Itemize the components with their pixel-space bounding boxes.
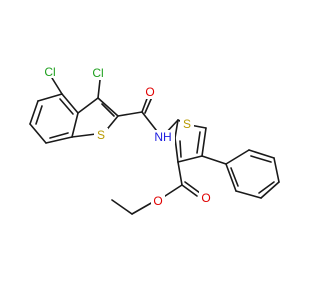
svg-text:Cl: Cl xyxy=(92,66,103,80)
svg-text:S: S xyxy=(183,117,191,131)
atom-label-nh: NH xyxy=(151,130,175,144)
atom-label-cl1: Cl xyxy=(40,64,60,79)
svg-text:O: O xyxy=(201,191,210,205)
svg-text:O: O xyxy=(153,194,162,208)
ester-group xyxy=(111,161,201,215)
cl1-bond xyxy=(51,77,63,95)
atom-label-s-benzothiophene: S xyxy=(94,128,108,142)
cl2-bond xyxy=(97,79,101,99)
svg-text:Cl: Cl xyxy=(44,65,55,79)
svg-text:S: S xyxy=(97,128,105,142)
atom-label-o-amide: O xyxy=(143,85,157,99)
atom-label-s-thiophene: S xyxy=(180,117,194,131)
benzo-ring xyxy=(29,93,79,144)
atom-label-o-carbonyl: O xyxy=(199,191,213,205)
phenyl-ring xyxy=(201,149,280,199)
svg-text:NH: NH xyxy=(154,130,171,144)
svg-text:O: O xyxy=(145,85,154,99)
molecule-diagram: Cl Cl S O NH S O O xyxy=(29,64,280,215)
atom-label-cl2: Cl xyxy=(88,66,108,80)
atom-label-o-ester: O xyxy=(151,194,165,208)
structure-drawing: Cl Cl S O NH S O O xyxy=(29,64,280,215)
